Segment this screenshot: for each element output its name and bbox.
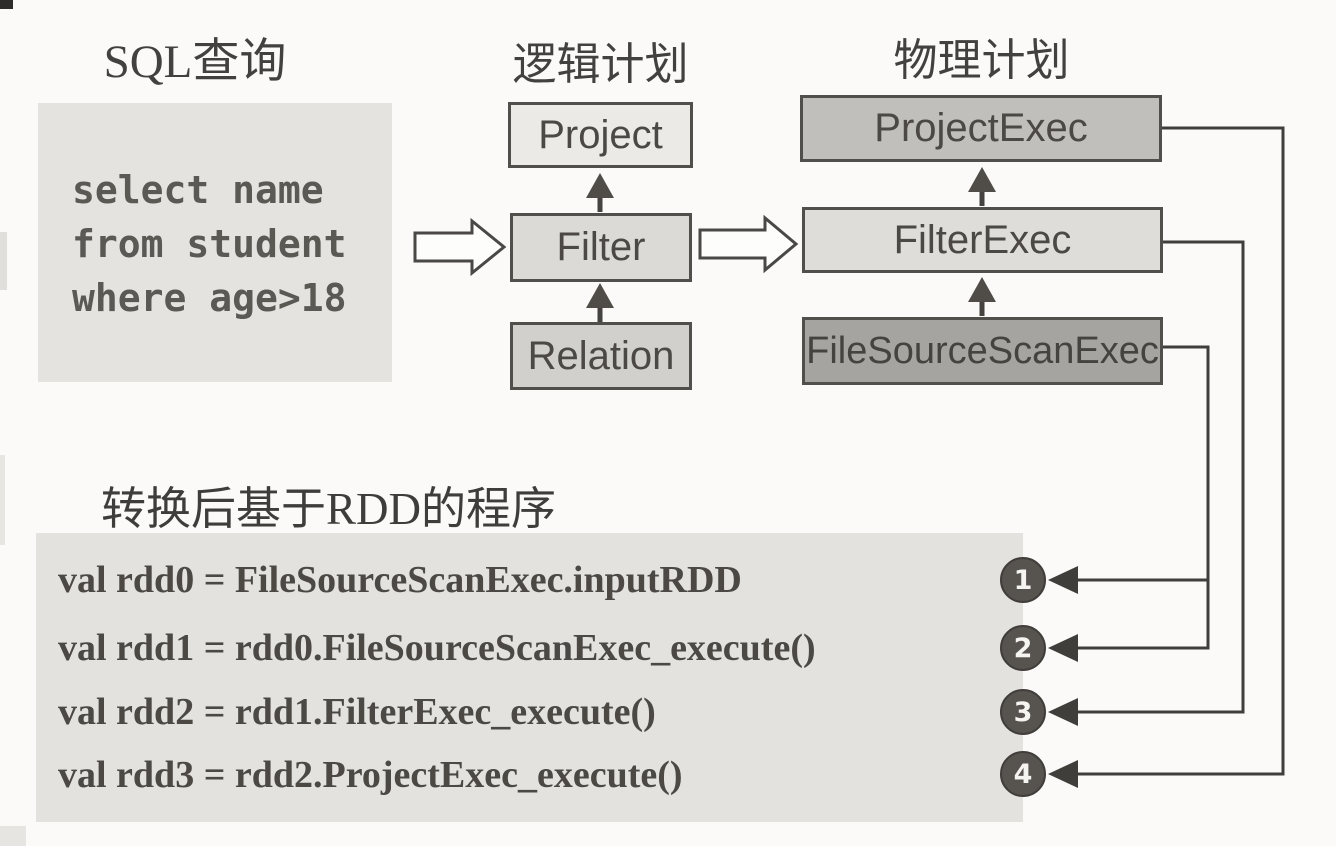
physical-node-filesourcescanexec: FileSourceScanExec xyxy=(802,317,1163,385)
rdd-code-line-3: val rdd2 = rdd1.FilterExec_execute() xyxy=(58,691,656,733)
connector-projectexec-to-marker-4 xyxy=(1048,126,1285,788)
arrowhead-left-icon xyxy=(1048,566,1078,594)
physical-plan-heading: 物理计划 xyxy=(893,36,1070,85)
edge-filesourcescanexec-to-filterexec xyxy=(968,277,996,316)
rdd-program-panel xyxy=(36,533,1023,822)
sql-code-line: from student xyxy=(72,222,347,266)
node-label: FilterExec xyxy=(893,217,1072,262)
step-marker-1: 1 xyxy=(1000,557,1046,603)
arrowhead-left-icon xyxy=(1048,760,1078,788)
node-label: Project xyxy=(538,112,663,157)
edge-filter-to-project xyxy=(586,173,614,212)
sql-query-heading: SQL查询 xyxy=(103,36,287,88)
sql-code-line: select name xyxy=(72,168,324,212)
logical-node-project: Project xyxy=(508,102,693,168)
logical-node-relation: Relation xyxy=(510,322,692,390)
step-marker-2: 2 xyxy=(1000,625,1046,671)
step-marker-3: 3 xyxy=(1000,689,1046,735)
arrowhead-left-icon xyxy=(1048,634,1078,662)
rdd-program-heading: 转换后基于RDD的程序 xyxy=(101,484,557,534)
scan-artifact-streak xyxy=(0,455,5,545)
sql-query-panel xyxy=(38,103,392,382)
scan-artifact-streak xyxy=(0,826,26,846)
rdd-code-line-2: val rdd1 = rdd0.FileSourceScanExec_execu… xyxy=(58,627,816,669)
node-label: FileSourceScanExec xyxy=(806,329,1159,372)
logical-node-filter: Filter xyxy=(510,213,692,282)
step-marker-4: 4 xyxy=(1000,751,1046,797)
logical-plan-heading: 逻辑计划 xyxy=(512,40,689,89)
connector-filesourcescanexec-to-marker-1 xyxy=(1048,566,1208,594)
scan-artifact-streak xyxy=(0,232,7,290)
edge-filterexec-to-projectexec xyxy=(968,167,996,206)
sql-code-line: where age>18 xyxy=(72,276,347,320)
rdd-code-line-1: val rdd0 = FileSourceScanExec.inputRDD xyxy=(58,559,742,601)
connector-filesourcescanexec-to-marker-2 xyxy=(1048,345,1210,662)
arrowhead-left-icon xyxy=(1048,698,1078,726)
flow-arrow-logical-to-physical xyxy=(698,214,799,274)
physical-node-filterexec: FilterExec xyxy=(802,207,1163,273)
rdd-code-line-4: val rdd3 = rdd2.ProjectExec_execute() xyxy=(58,754,683,796)
node-label: Filter xyxy=(556,225,646,269)
physical-node-projectexec: ProjectExec xyxy=(800,95,1162,162)
node-label: ProjectExec xyxy=(874,106,1088,150)
edge-relation-to-filter xyxy=(586,283,614,322)
flow-arrow-sql-to-logical xyxy=(413,217,507,277)
scan-artifact-corner xyxy=(0,0,13,9)
connector-filterexec-to-marker-3 xyxy=(1048,240,1245,726)
sql-query-code: select name from student where age>18 xyxy=(72,163,347,325)
node-label: Relation xyxy=(527,333,675,378)
